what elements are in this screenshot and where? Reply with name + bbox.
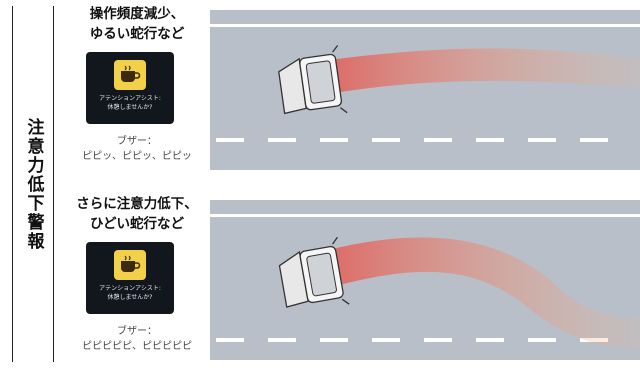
buzzer-info: ブザー： ピピッ、ピピッ、ピピッ [64,134,210,164]
road-edge-line [210,24,640,27]
panel-title-line-2: ゆるい蛇行など [89,26,185,42]
dashboard-message-line-2: 休憩しませんか? [107,104,153,111]
buzzer-label: ブザー： [117,136,157,147]
panel-title-line-1: 操作頻度減少、 [89,6,185,22]
road-illustration [210,10,640,170]
lane-dashes [216,138,608,142]
coffee-cup-icon [114,250,146,280]
truck [278,236,350,308]
road-illustration [210,200,640,360]
road-edge-line [210,214,640,217]
dashboard-message: アテンションアシスト: 休憩しませんか? [86,284,174,302]
buzzer-info: ブザー： ピピピピピ、ピピピピピ [64,324,210,354]
road-surface [210,10,640,170]
panel-title: さらに注意力低下、 ひどい蛇行など [72,194,202,234]
side-label: 注意力低下警報 [23,117,44,251]
panel-title-line-2: ひどい蛇行など [89,216,185,232]
buzzer-sound: ピピピピピ、ピピピピピ [82,341,192,352]
warning-panel-level-1: 操作頻度減少、 ゆるい蛇行など アテンションアシスト: 休憩しませんか? ブザー… [60,0,640,180]
buzzer-label: ブザー： [117,326,157,337]
buzzer-sound: ピピッ、ピピッ、ピピッ [82,151,192,162]
coffee-cup-icon [114,60,146,90]
truck [278,44,348,115]
dashboard-message: アテンションアシスト: 休憩しませんか? [86,94,174,112]
warning-panel-level-2: さらに注意力低下、 ひどい蛇行など アテンションアシスト: 休憩しませんか? ブ… [60,190,640,370]
dashboard-display: アテンションアシスト: 休憩しませんか? [86,52,174,124]
dashboard-message-line-1: アテンションアシスト: [99,95,161,102]
dashboard-message-line-1: アテンションアシスト: [99,285,161,292]
sway-trail [328,237,640,349]
dashboard-message-line-2: 休憩しませんか? [107,294,153,301]
side-label-box: 注意力低下警報 [12,6,54,362]
panel-title-line-1: さらに注意力低下、 [76,196,198,212]
panel-title: 操作頻度減少、 ゆるい蛇行など [72,4,202,44]
dashboard-display: アテンションアシスト: 休憩しませんか? [86,242,174,314]
sway-trail [328,48,640,94]
